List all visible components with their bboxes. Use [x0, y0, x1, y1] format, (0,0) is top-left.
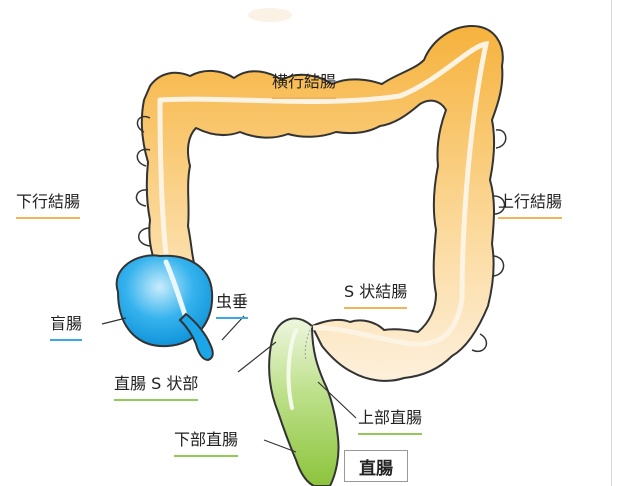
label-rectosigmoid: 直腸 S 状部 — [114, 374, 199, 401]
label-descending-colon: 下行結腸 — [16, 192, 81, 219]
top-decoration — [248, 8, 292, 22]
label-cecum: 盲腸 — [50, 314, 83, 341]
label-upper-rectum: 上部直腸 — [358, 408, 423, 435]
label-ascending-colon: 上行結腸 — [498, 192, 563, 219]
label-sigmoid-colon: S 状結腸 — [344, 282, 408, 309]
leader-lines — [101, 315, 357, 453]
label-transverse-colon: 横行結腸 — [272, 72, 337, 99]
colon-body — [135, 25, 507, 382]
diagram-frame — [611, 0, 612, 486]
rectum-shape — [268, 317, 340, 486]
label-appendix: 虫垂 — [216, 292, 249, 319]
rectum-title-box: 直腸 — [344, 450, 408, 482]
appendix-shape — [178, 312, 214, 362]
large-intestine-diagram — [101, 25, 507, 486]
label-lower-rectum: 下部直腸 — [174, 430, 239, 457]
